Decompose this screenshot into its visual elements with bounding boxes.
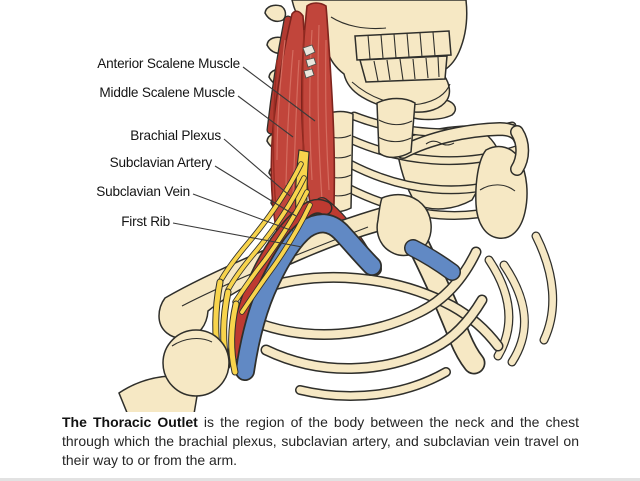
zygomatic-arch-line: [330, 16, 387, 30]
teeth-separators: [367, 31, 440, 82]
leader-lines: [172, 66, 316, 248]
upper-teeth-row: [354, 30, 452, 61]
subclavian-vein-stub: [404, 239, 461, 281]
figure-caption: The Thoracic Outlet is the region of the…: [62, 413, 579, 470]
leader-line-anterior-scalene: [242, 66, 316, 122]
cervical-spine: [376, 97, 416, 159]
leader-line-subclavian-vein: [192, 193, 294, 232]
leader-line-brachial-plexus: [223, 138, 291, 197]
tendon-bits: [302, 44, 317, 79]
bottom-edge-strip: [0, 478, 640, 481]
skull: [291, 0, 468, 113]
humeral-head: [162, 329, 230, 397]
lower-teeth-row: [359, 55, 448, 83]
label-subclavian-artery: Subclavian Artery: [110, 155, 213, 170]
thoracic-outlet-illustration: Anterior Scalene Muscle Middle Scalene M…: [96, 0, 558, 412]
mandible-line: [351, 81, 451, 106]
labels: Anterior Scalene Muscle Middle Scalene M…: [96, 56, 240, 229]
label-subclavian-vein: Subclavian Vein: [96, 184, 190, 199]
left-humeral-head-crease: [479, 184, 516, 192]
caption-term: The Thoracic Outlet: [62, 414, 198, 430]
subclavian-vein: [235, 213, 382, 381]
label-anterior-scalene: Anterior Scalene Muscle: [97, 56, 240, 71]
label-middle-scalene: Middle Scalene Muscle: [99, 85, 235, 100]
humerus: [118, 329, 230, 412]
leader-line-first-rib: [172, 222, 303, 248]
acromion-band: [396, 121, 530, 176]
leader-line-middle-scalene: [237, 95, 294, 138]
caption-text: is the region of the body between the ne…: [62, 414, 579, 468]
label-brachial-plexus: Brachial Plexus: [130, 128, 221, 143]
leader-line-subclavian-artery: [214, 165, 297, 217]
label-first-rib: First Rib: [121, 214, 170, 229]
anterior-ribs: [244, 246, 504, 401]
humeral-head-crease: [171, 337, 213, 347]
